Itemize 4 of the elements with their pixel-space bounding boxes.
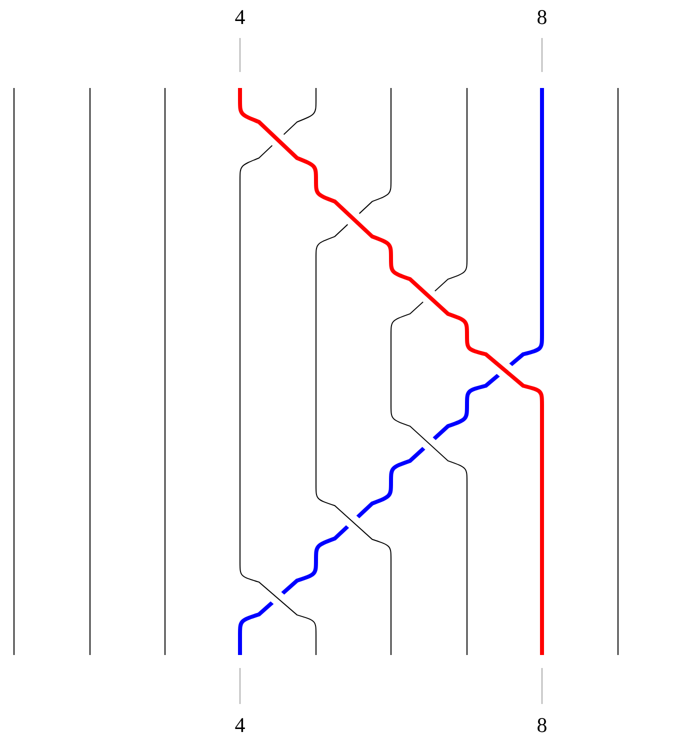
strand-number: 8 — [536, 4, 548, 30]
strand-number: 4 — [234, 4, 246, 30]
strand-number: 4 — [234, 712, 246, 738]
strand-number: 8 — [536, 712, 548, 738]
